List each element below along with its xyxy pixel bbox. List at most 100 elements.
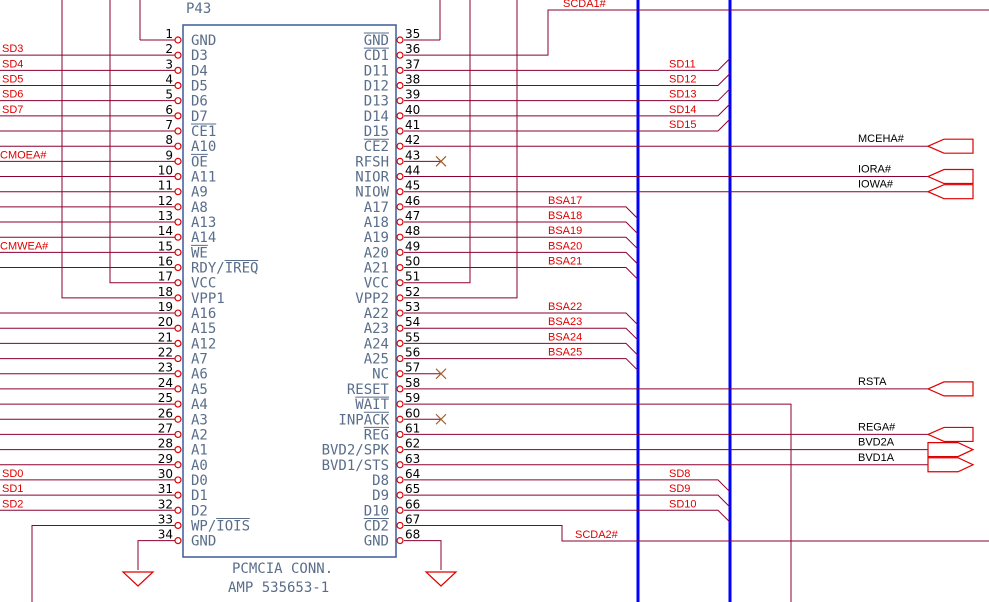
net-label: BSA22: [548, 301, 582, 313]
pin-circle: [396, 354, 404, 363]
pin-name: OE: [191, 154, 208, 170]
net-label: MCEHA#: [858, 133, 905, 145]
pin-circle: [396, 294, 404, 302]
pin-name: GND: [191, 33, 216, 49]
scda2-wire: [440, 524, 989, 542]
pin-circle: [174, 233, 182, 241]
pin-number: 40: [405, 103, 420, 117]
pin-number: 59: [405, 391, 420, 405]
sd-wire: [440, 118, 731, 132]
pin-name: GND: [364, 534, 389, 550]
pin-name: BVD2/SPK: [322, 443, 390, 459]
pin-number: 68: [405, 528, 420, 542]
net-label: SD1: [2, 483, 23, 495]
pin-name: A18: [364, 215, 389, 231]
pin-number: 10: [158, 164, 173, 178]
pin-name: A12: [191, 336, 216, 352]
pin-name: D8: [372, 473, 389, 489]
pin-circle: [174, 36, 182, 44]
pin-name: D6: [191, 94, 208, 110]
pin-number: 17: [158, 270, 173, 284]
pin-name: WAIT: [355, 397, 389, 413]
pin-circle: [396, 188, 404, 196]
ground-symbol: [424, 571, 458, 587]
pin-number: 31: [158, 482, 173, 496]
pin-circle: [396, 81, 404, 90]
pin-name: BVD1/STS: [322, 458, 389, 474]
pin-number: 37: [405, 57, 420, 71]
pin-circle: [396, 263, 404, 272]
pin-circle: [174, 112, 182, 120]
pin-name: NIOR: [355, 170, 389, 186]
pin-number: 21: [158, 330, 173, 344]
pin-name: A24: [364, 336, 389, 352]
pin-number: 43: [405, 148, 420, 162]
pin-number: 23: [158, 361, 173, 375]
net-label: BVD1A: [858, 452, 895, 464]
pin-number: 52: [405, 285, 420, 299]
pin-number: 51: [405, 270, 420, 284]
net-label: IORA#: [858, 164, 892, 176]
pin-number: 3: [165, 57, 173, 71]
pin-circle: [396, 248, 404, 256]
pin-number: 34: [158, 528, 173, 542]
pin-number: 67: [405, 512, 420, 526]
sd-wire: [440, 479, 731, 493]
pin-number: 49: [405, 239, 420, 253]
offpage-connector: [927, 441, 975, 458]
net-label: SCDA2#: [575, 529, 619, 541]
pin-number: 26: [158, 406, 173, 420]
pin-number: 38: [405, 73, 420, 87]
pin-circle: [396, 506, 404, 514]
pin-number: 61: [405, 421, 420, 435]
pin-circle: [396, 279, 404, 287]
pin-number: 27: [158, 421, 173, 435]
net-label: SD4: [2, 58, 23, 70]
vcc-wire: [109, 0, 140, 284]
bsa-wire: [440, 221, 639, 235]
pin-name: WE: [191, 245, 208, 261]
pin-name: INPACK: [338, 412, 389, 428]
pin-number: 15: [158, 239, 173, 253]
pin-name: A6: [191, 367, 208, 383]
pin-number: 30: [158, 467, 173, 481]
pin-number: 45: [405, 179, 420, 193]
pin-circle: [396, 491, 404, 499]
pin-circle: [174, 188, 182, 196]
pin-circle: [396, 521, 404, 530]
bsa-wire: [440, 236, 639, 250]
pin-name: A20: [364, 245, 389, 261]
net-label: CMWEA#: [0, 240, 49, 252]
gnd-right-wire: [440, 540, 442, 570]
net-label-layer: SD3SD4SD5SD6SD7SD0SD1SD2CMOEA#CMWEA#SCDA…: [0, 0, 975, 541]
pin-number: 2: [165, 42, 173, 56]
pin-name: RFSH: [355, 154, 389, 170]
net-label: SD7: [2, 104, 23, 116]
net-label: BSA21: [548, 256, 582, 268]
pin-name: A4: [191, 397, 208, 413]
pin-name: D9: [372, 488, 389, 504]
pin-circle: [396, 400, 404, 408]
pin-circle: [174, 521, 182, 530]
bsa-wire: [440, 358, 639, 371]
pin-circle: [396, 385, 404, 393]
pin-circle: [396, 461, 404, 469]
part-name: PCMCIA CONN.: [232, 561, 333, 577]
vcc-right-wire: [440, 0, 471, 284]
pin-number: 60: [405, 406, 420, 420]
bsa-wire: [440, 327, 639, 341]
pin-name: A3: [191, 412, 208, 428]
vpp1-wire: [61, 0, 140, 299]
pin-number: 12: [158, 194, 173, 208]
pin-circle: [396, 370, 404, 378]
pin-number: 41: [405, 118, 420, 132]
bsa-wire: [440, 206, 639, 220]
pin-number: 53: [405, 300, 420, 314]
net-label: REGA#: [858, 421, 896, 433]
pin-number: 46: [405, 194, 420, 208]
pin-name: A8: [191, 200, 208, 216]
pin-circle: [174, 339, 182, 347]
pin-name: A13: [191, 215, 216, 231]
